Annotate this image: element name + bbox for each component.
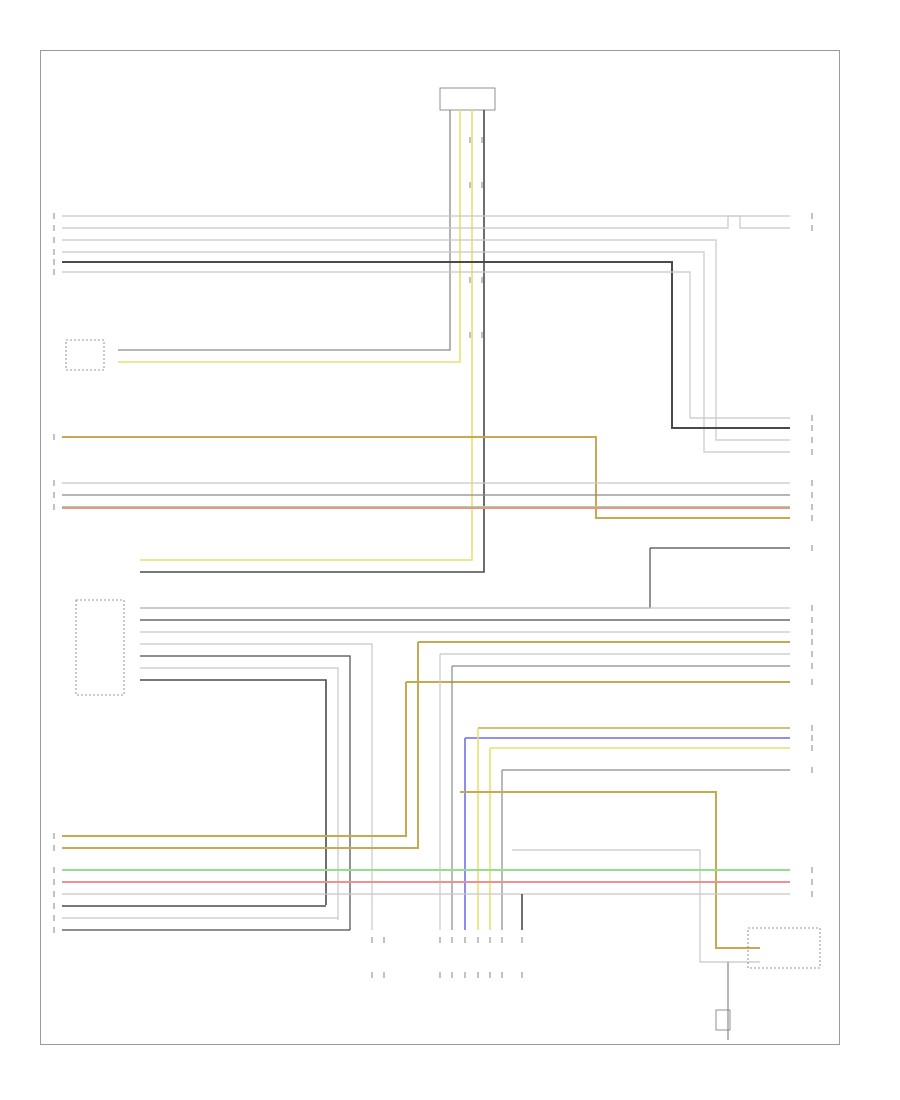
left-ecu-body	[75, 599, 125, 696]
wire-3	[62, 239, 790, 441]
ground-symbol	[715, 1009, 731, 1031]
wire-5	[62, 261, 790, 429]
wire-4	[62, 251, 790, 453]
trunk-wire-yellow-1	[118, 110, 461, 363]
trunk-wire-gray	[118, 110, 451, 351]
wire-15	[140, 655, 351, 930]
left-switch-body	[65, 339, 105, 371]
trunk-wire-dark	[140, 110, 485, 573]
bottom-right-module-body	[747, 927, 821, 969]
wire-1	[62, 215, 790, 229]
trunk-wire-yellow-2	[140, 110, 473, 561]
wire-tan-5	[62, 682, 407, 837]
diagram-frame	[40, 50, 840, 1045]
wire-2	[62, 215, 790, 229]
wire-28	[512, 849, 760, 963]
wire-6	[62, 271, 790, 419]
wire-14	[140, 643, 373, 930]
wire-10	[140, 548, 651, 609]
wire-tan-1	[62, 436, 790, 519]
wire-17	[140, 679, 327, 905]
wire-tan-3	[62, 642, 419, 849]
top-connector-body	[439, 87, 496, 111]
